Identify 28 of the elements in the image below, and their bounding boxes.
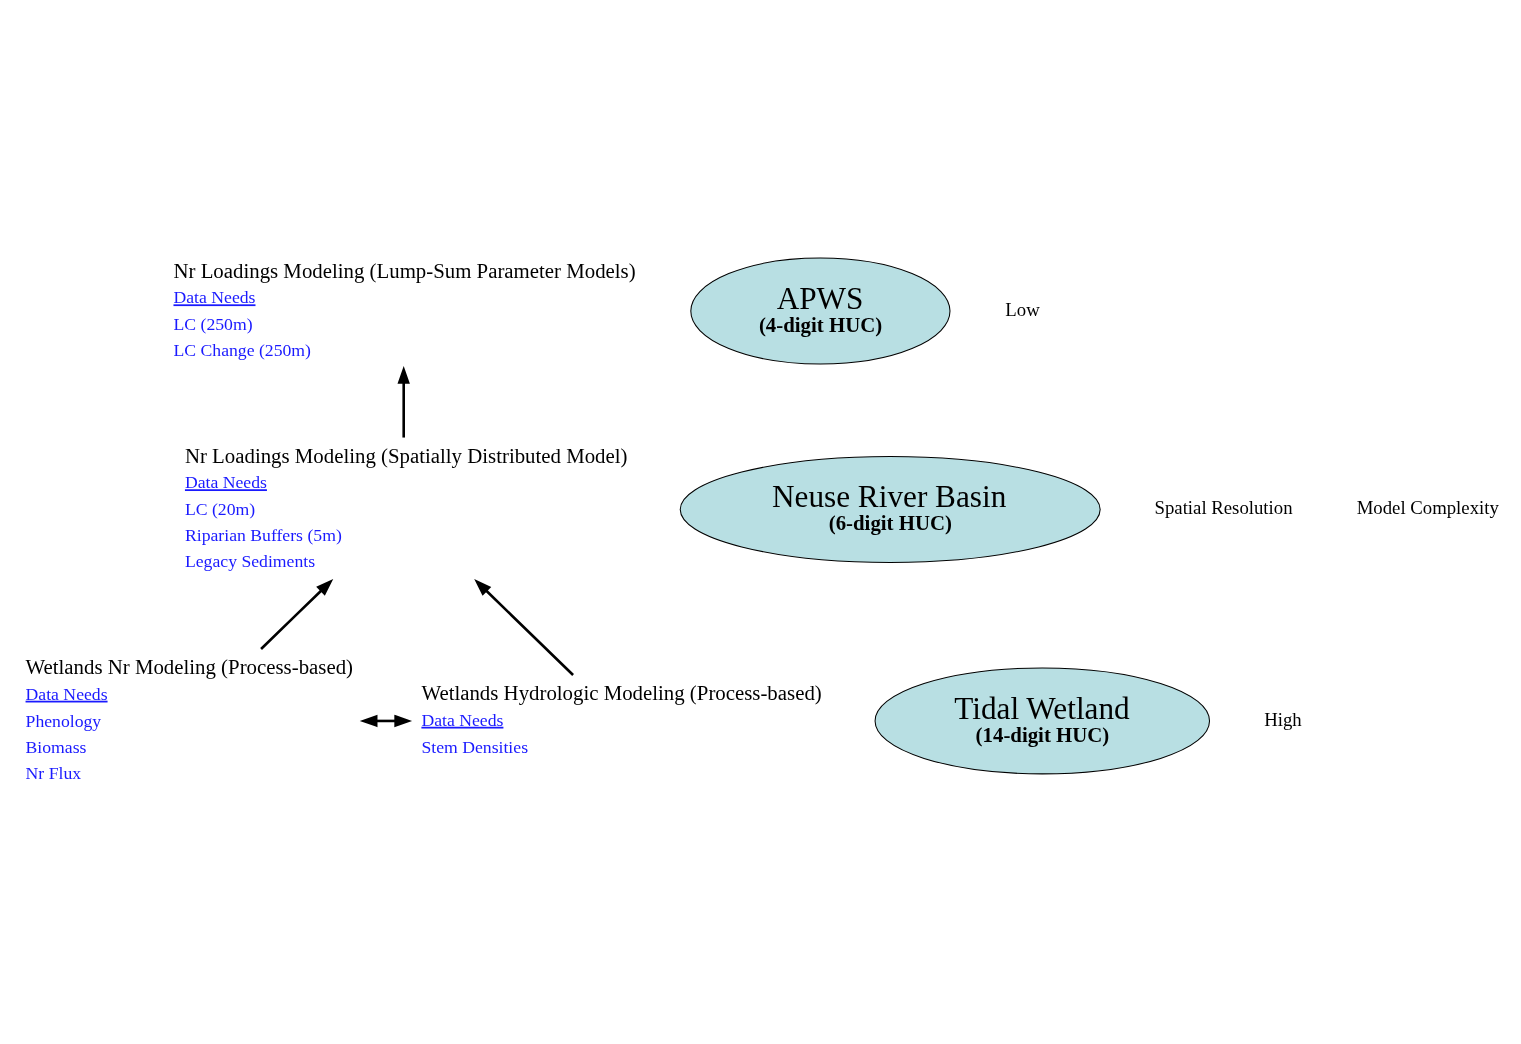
node-label: Data Needs (421, 709, 504, 730)
node-label: LC (250m) (173, 313, 253, 334)
node-ellipse: Tidal Wetland (14-digit HUC) (874, 667, 1211, 774)
node-label: LC Change (250m) (173, 339, 312, 360)
node-label: Data Needs (25, 683, 108, 704)
label: Spatial Resolution (1154, 496, 1293, 518)
node-label: Data Needs (184, 471, 267, 492)
label: Low (1005, 298, 1040, 320)
node-text: Wetlands Nr Modeling (Process-based) (25, 654, 353, 679)
node-label: Riparian Buffers (5m) (184, 524, 342, 545)
node-label: Nr Flux (25, 762, 82, 783)
node-text: Nr Loadings Modeling (Lump-Sum Parameter Models) (173, 258, 636, 283)
node-label: Phenology (25, 710, 102, 731)
node-ellipse: Neuse River Basin (6-digit HUC) (679, 455, 1101, 563)
label: Model Complexity (1356, 496, 1499, 518)
node-text: Nr Loadings Modeling (Spatially Distributed Model) (184, 443, 628, 468)
node-label: Legacy Sediments (184, 550, 316, 571)
node-text: Wetlands Hydrologic Modeling (Process-based) (421, 680, 822, 705)
arrow (474, 578, 574, 676)
node-label: LC (20m) (184, 498, 256, 519)
node-label: Biomass (25, 736, 87, 757)
arrow (260, 578, 334, 650)
arrow (397, 365, 410, 438)
arrow (359, 714, 413, 727)
node-ellipse: APWS (4-digit HUC) (690, 257, 951, 364)
label: High (1264, 708, 1302, 730)
node-label: Stem Densities (421, 736, 529, 757)
node-label: Data Needs (173, 286, 256, 307)
